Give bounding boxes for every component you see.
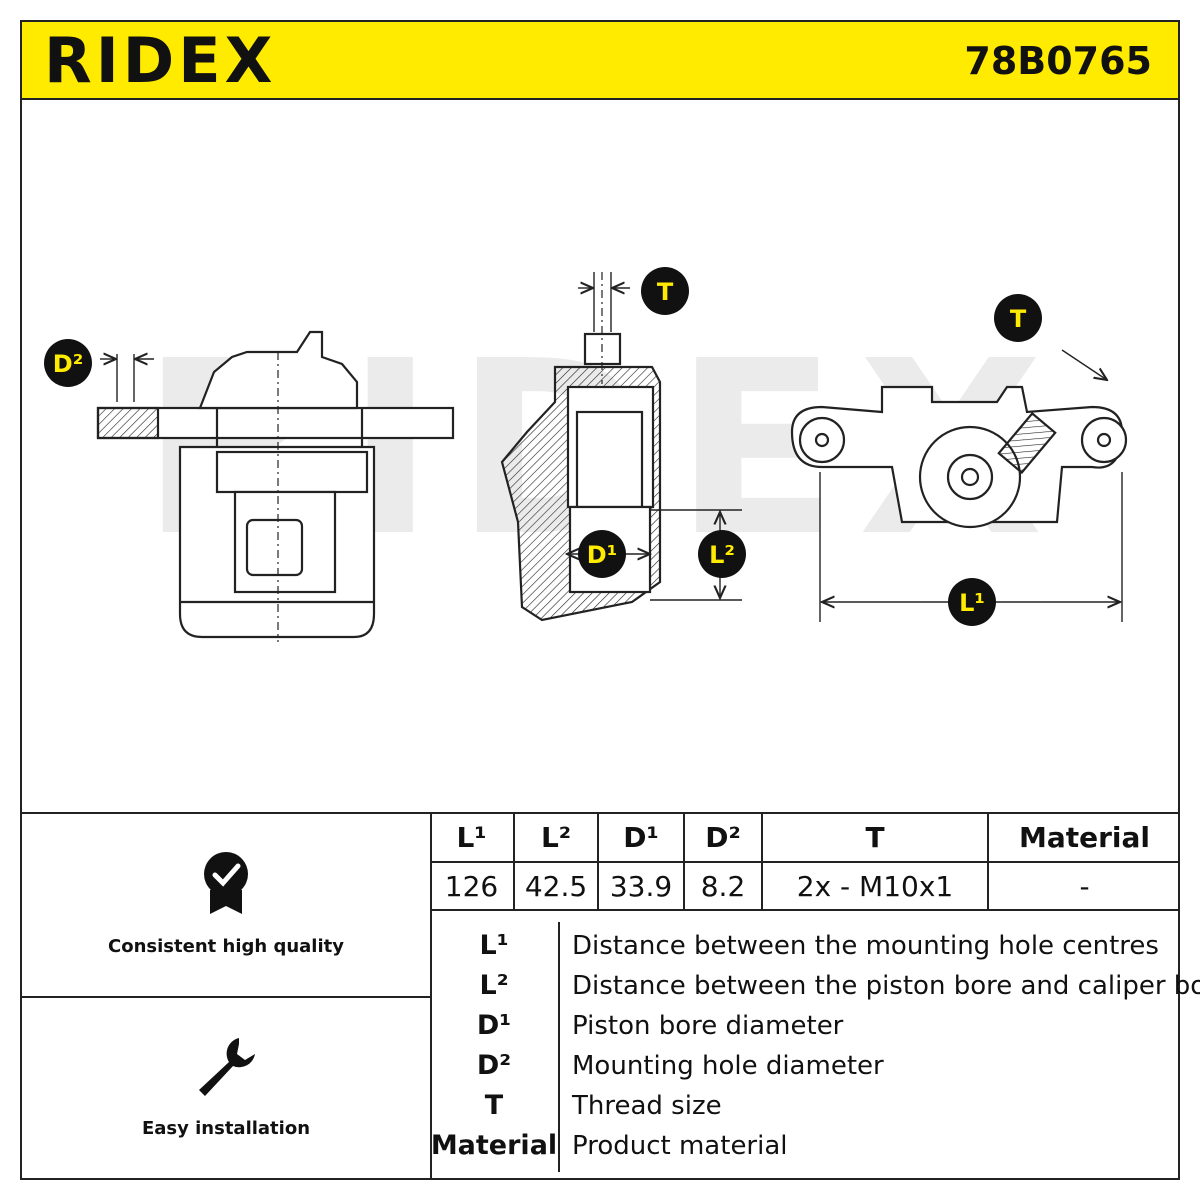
callout-d2: D² — [44, 339, 92, 387]
brand-logo: RIDEX — [44, 24, 277, 97]
legend-key: D¹ — [476, 1010, 512, 1041]
features-panel: Consistent high quality Easy installatio… — [22, 814, 432, 1178]
feature-installation: Easy installation — [22, 1032, 430, 1139]
callout-d2-label: D² — [53, 350, 83, 378]
legend-desc: Distance between the mounting hole centr… — [572, 931, 1159, 961]
callout-l1-label: L¹ — [959, 589, 985, 617]
legend-key: L¹ — [479, 930, 509, 961]
caliper-technical-drawing: RIDEX — [44, 267, 1128, 642]
dim-value-d1: 33.9 — [598, 862, 685, 911]
callout-l1: L¹ — [948, 578, 996, 626]
legend-row: Material Product material — [430, 1126, 1180, 1166]
legend-row: L¹ Distance between the mounting hole ce… — [430, 926, 1180, 966]
legend-desc: Mounting hole diameter — [572, 1051, 884, 1081]
legend-desc: Thread size — [572, 1091, 722, 1121]
feature-installation-label: Easy installation — [141, 1118, 311, 1139]
caliper-side-view — [96, 330, 455, 642]
legend-key: L² — [479, 970, 509, 1001]
dim-value-l1: 126 — [430, 862, 515, 911]
dim-header-l1: L¹ — [430, 814, 515, 863]
legend-table: L¹ Distance between the mounting hole ce… — [430, 916, 1200, 1178]
dim-header-material: Material — [988, 814, 1180, 863]
legend-desc: Product material — [572, 1131, 788, 1161]
callout-t-front-label: T — [1010, 305, 1027, 333]
dim-header-l2: L² — [514, 814, 599, 863]
dimensions-table: L¹ L² D¹ D² T Material 126 42.5 33.9 8.2… — [430, 814, 1180, 911]
callout-t-side: T — [641, 267, 689, 315]
callout-d1: D¹ — [578, 530, 626, 578]
dim-header-d2: D² — [684, 814, 763, 863]
dim-header-d1: D¹ — [598, 814, 685, 863]
dim-value-l2: 42.5 — [514, 862, 599, 911]
legend-desc: Distance between the piston bore and cal… — [572, 971, 1200, 1001]
legend-row: T Thread size — [430, 1086, 1180, 1126]
dim-value-material: - — [988, 862, 1180, 911]
legend-row: D² Mounting hole diameter — [430, 1046, 1180, 1086]
legend-key: Material — [430, 1130, 558, 1161]
callout-l2: L² — [698, 530, 746, 578]
feature-quality-label: Consistent high quality — [108, 936, 344, 957]
wrench-icon — [199, 1038, 255, 1096]
header-bar: RIDEX 78B0765 — [20, 20, 1180, 100]
callout-t-front: T — [994, 294, 1042, 342]
part-number: 78B0765 — [964, 39, 1152, 83]
feature-quality: Consistent high quality — [22, 848, 430, 957]
dimensions-header-row: L¹ L² D¹ D² T Material — [430, 814, 1180, 863]
callout-d1-label: D¹ — [587, 541, 617, 569]
quality-badge-icon — [204, 852, 248, 914]
dimensions-value-row: 126 42.5 33.9 8.2 2x - M10x1 - — [430, 862, 1180, 911]
dim-value-d2: 8.2 — [684, 862, 763, 911]
callout-l2-label: L² — [709, 541, 735, 569]
feature-divider — [22, 996, 430, 998]
legend-row: L² Distance between the piston bore and … — [430, 966, 1200, 1006]
legend-row: D¹ Piston bore diameter — [430, 1006, 1180, 1046]
dim-header-t: T — [762, 814, 989, 863]
callout-t-side-label: T — [657, 278, 674, 306]
dim-value-t: 2x - M10x1 — [762, 862, 989, 911]
section-divider — [20, 812, 1180, 814]
legend-desc: Piston bore diameter — [572, 1011, 844, 1041]
legend-key: T — [484, 1090, 504, 1121]
legend-divider — [558, 922, 560, 1172]
legend-key: D² — [476, 1050, 512, 1081]
